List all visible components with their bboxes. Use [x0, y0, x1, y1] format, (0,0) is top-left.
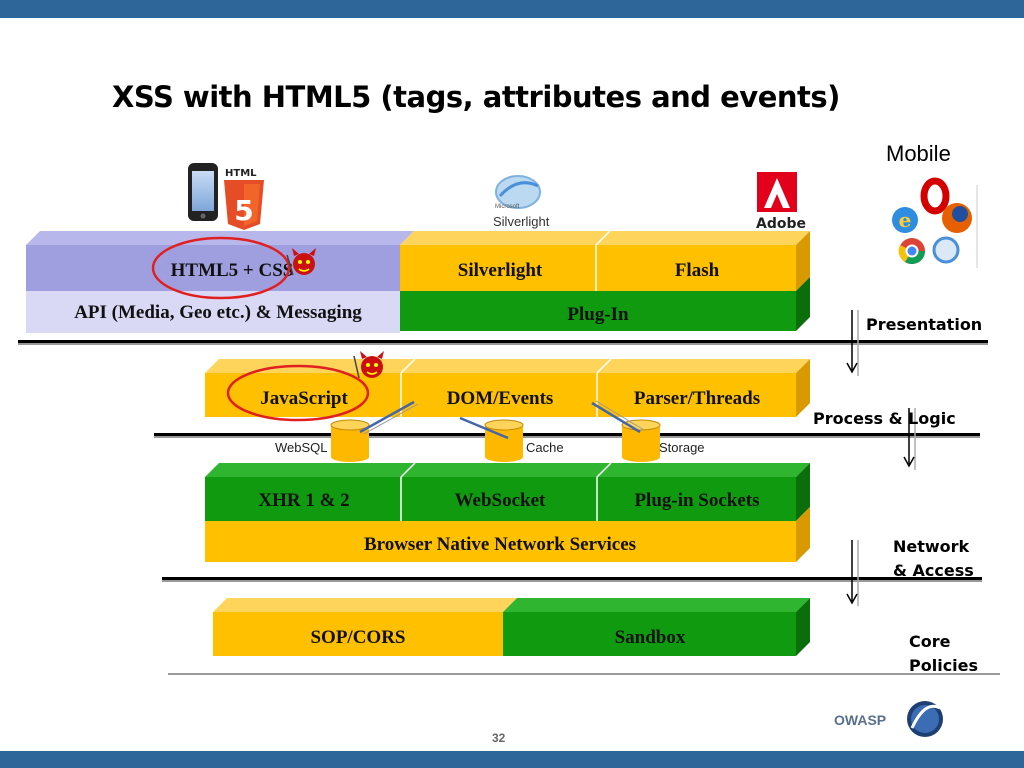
- core-policies-layer: SOP/CORS Sandbox: [213, 598, 810, 656]
- safari-icon: [932, 236, 960, 264]
- network-layer-label-line1: Network: [893, 537, 970, 556]
- plugin-box-label: Plug-In: [567, 304, 629, 325]
- cache-label: Cache: [526, 440, 564, 455]
- mobile-label: Mobile: [886, 141, 951, 166]
- api-box-label: API (Media, Geo etc.) & Messaging: [74, 302, 362, 323]
- sop-cors-box-label: SOP/CORS: [310, 627, 405, 648]
- websocket-box-label: WebSocket: [455, 490, 546, 511]
- owasp-brand-text: OWASP: [834, 712, 887, 728]
- devil-icon: [286, 248, 316, 276]
- html5-css-box-label: HTML5 + CSS: [171, 260, 294, 281]
- opera-icon: [920, 177, 950, 215]
- cache-cylinder-icon: [484, 419, 524, 462]
- silverlight-logo-text: Silverlight: [493, 214, 550, 229]
- devil-icon: [353, 351, 384, 379]
- network-access-layer: XHR 1 & 2 WebSocket Plug-in Sockets Brow…: [205, 462, 810, 562]
- storage-cylinder-icon: [621, 419, 661, 462]
- core-layer-label-line1: Core: [909, 632, 951, 651]
- browser-native-box-label: Browser Native Network Services: [364, 534, 636, 555]
- down-arrow-icon: [846, 310, 859, 376]
- core-layer-label-line2: Policies: [909, 656, 979, 675]
- html5-shield-icon: HTML 5: [224, 168, 264, 230]
- layer-separators: [18, 340, 1000, 675]
- firefox-icon: [942, 203, 972, 233]
- process-logic-layer: JavaScript DOM/Events Parser/Threads: [205, 351, 810, 462]
- top-accent-bar: [0, 0, 1024, 18]
- xss-highlight-circle: [151, 236, 291, 300]
- sandbox-box-label: Sandbox: [615, 627, 686, 648]
- javascript-box-label: JavaScript: [260, 388, 348, 409]
- websql-label: WebSQL: [275, 440, 328, 455]
- down-arrow-icon: [903, 408, 916, 470]
- adobe-logo-text: Adobe: [756, 216, 806, 232]
- layer-arrows: [846, 310, 916, 606]
- websql-cylinder-icon: [330, 419, 370, 462]
- parser-threads-box-label: Parser/Threads: [634, 388, 760, 409]
- svg-text:e: e: [899, 208, 912, 232]
- process-logic-layer-label: Process & Logic: [813, 409, 956, 428]
- owasp-logo-icon: [907, 701, 943, 737]
- page-number: 32: [492, 731, 506, 745]
- chrome-icon: [898, 238, 926, 265]
- down-arrow-icon: [846, 540, 859, 606]
- silverlight-box-label: Silverlight: [458, 260, 543, 281]
- dom-events-box-label: DOM/Events: [447, 388, 554, 409]
- presentation-layer-label: Presentation: [866, 315, 983, 334]
- data-flow-arrows: [359, 400, 645, 440]
- plugin-sockets-box-label: Plug-in Sockets: [634, 490, 759, 511]
- xhr-box-label: XHR 1 & 2: [258, 490, 349, 511]
- slide-title: XSS with HTML5 (tags, attributes and eve…: [112, 80, 840, 114]
- internet-explorer-icon: e: [892, 207, 918, 233]
- silverlight-logo-icon: Microsoft Silverlight: [493, 175, 550, 229]
- adobe-logo-icon: Adobe: [756, 172, 806, 232]
- storage-label: Storage: [659, 440, 705, 455]
- svg-text:5: 5: [234, 194, 253, 227]
- html5-badge-text: HTML: [225, 168, 257, 179]
- phone-icon: [188, 163, 218, 221]
- flash-box-label: Flash: [675, 260, 720, 281]
- xss-highlight-circle: [226, 364, 370, 422]
- network-layer-label-line2: & Access: [893, 561, 974, 580]
- silverlight-tagline: Microsoft: [495, 204, 520, 210]
- presentation-layer: HTML5 + CSS Silverlight Flash API (Media…: [26, 230, 810, 333]
- browser-icons-cluster: e: [892, 177, 978, 268]
- bottom-accent-bar: [0, 751, 1024, 768]
